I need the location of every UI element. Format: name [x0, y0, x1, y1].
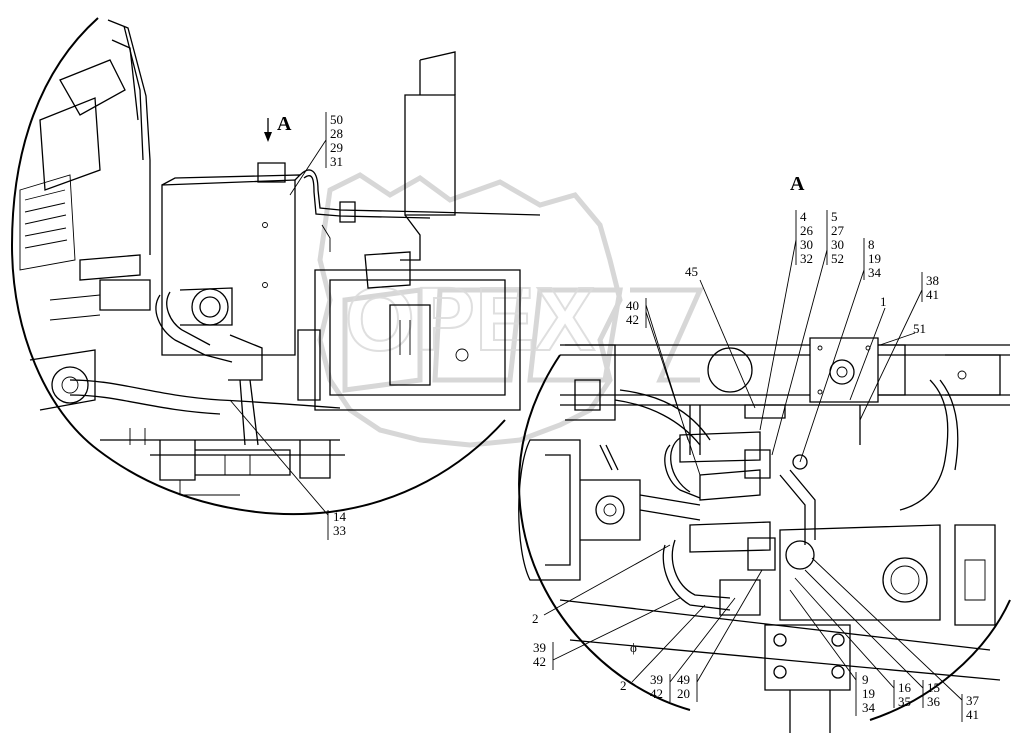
watermark-text: OPEX	[345, 270, 595, 370]
leader-2-upper	[543, 544, 671, 616]
leader-50-31	[289, 112, 327, 196]
leader-1	[849, 307, 886, 401]
leader-51	[879, 332, 916, 346]
callout-40: 40	[626, 298, 639, 313]
leader-2-lower	[631, 604, 706, 683]
callout-41b: 41	[966, 707, 979, 722]
diameter-symbol: ϕ	[630, 640, 637, 655]
callout-41a: 41	[926, 287, 939, 302]
callout-39a: 39	[533, 640, 546, 655]
view-arrow	[264, 118, 272, 142]
engine-block	[297, 51, 521, 411]
callout-30b: 30	[831, 237, 844, 252]
callout-34a: 34	[868, 265, 882, 280]
leader-45	[699, 279, 756, 409]
leader-39-42-lower	[669, 597, 736, 702]
callout-19b: 19	[862, 686, 875, 701]
callout-42b: 42	[533, 654, 546, 669]
callout-28: 28	[330, 126, 343, 141]
detail-fittings	[744, 449, 816, 571]
detail-hoses	[614, 389, 771, 616]
callout-8: 8	[868, 237, 875, 252]
callout-4: 4	[800, 209, 807, 224]
leader-9-34	[789, 589, 857, 716]
fuel-line	[299, 169, 541, 252]
callout-39b: 39	[650, 672, 663, 687]
callout-36: 36	[927, 694, 941, 709]
detail-left-assembly	[518, 344, 641, 581]
callout-31: 31	[330, 154, 343, 169]
leader-15-36	[804, 569, 924, 708]
callout-19a: 19	[868, 251, 881, 266]
callout-35: 35	[898, 694, 911, 709]
callout-33: 33	[333, 523, 346, 538]
leader-38-41	[859, 272, 923, 421]
callout-16: 16	[898, 680, 912, 695]
chassis-frame	[100, 428, 345, 496]
tank-body	[161, 162, 302, 356]
callout-14: 14	[333, 509, 347, 524]
callout-42c: 42	[650, 686, 663, 701]
callout-26: 26	[800, 223, 814, 238]
leader-5-52	[771, 210, 828, 456]
leader-4-32	[759, 210, 797, 431]
callout-52: 52	[831, 251, 844, 266]
cab-frame	[19, 19, 151, 411]
callout-29: 29	[330, 140, 343, 155]
callout-50: 50	[330, 112, 343, 127]
callout-15: 15	[927, 680, 940, 695]
callout-27: 27	[831, 223, 845, 238]
detail-right-hoses	[899, 354, 1001, 511]
callout-9: 9	[862, 672, 869, 687]
leader-40-42	[645, 298, 701, 476]
leader-49-20	[696, 569, 763, 702]
main-view-outline	[10, 17, 506, 515]
callout-5: 5	[831, 209, 838, 224]
callout-20: 20	[677, 686, 690, 701]
callout-30a: 30	[800, 237, 813, 252]
callout-2-lower: 2	[620, 678, 627, 693]
callout-51: 51	[913, 321, 926, 336]
callout-38: 38	[926, 273, 939, 288]
callout-1: 1	[880, 294, 887, 309]
callout-2-upper: 2	[532, 611, 539, 626]
detail-rails	[560, 344, 1010, 455]
callout-34b: 34	[862, 700, 876, 715]
callout-45: 45	[685, 264, 698, 279]
leader-39-42-left	[552, 597, 681, 670]
leader-37-41	[811, 557, 963, 722]
callout-49: 49	[677, 672, 690, 687]
leader-14-33	[229, 399, 329, 540]
view-marker-main: A	[277, 113, 292, 135]
leader-16-35	[794, 577, 895, 708]
detail-view-outline	[518, 354, 1011, 721]
view-marker-detail: A	[790, 173, 805, 195]
callout-37: 37	[966, 693, 980, 708]
detail-round-tank	[707, 347, 786, 419]
callout-32: 32	[800, 251, 813, 266]
callout-42a: 42	[626, 312, 639, 327]
hose-bundle	[69, 291, 341, 446]
detail-valve-box	[809, 337, 906, 403]
detail-lower-frame	[559, 599, 1001, 733]
detail-filter-housing	[779, 524, 996, 626]
leader-8-34	[799, 238, 865, 463]
